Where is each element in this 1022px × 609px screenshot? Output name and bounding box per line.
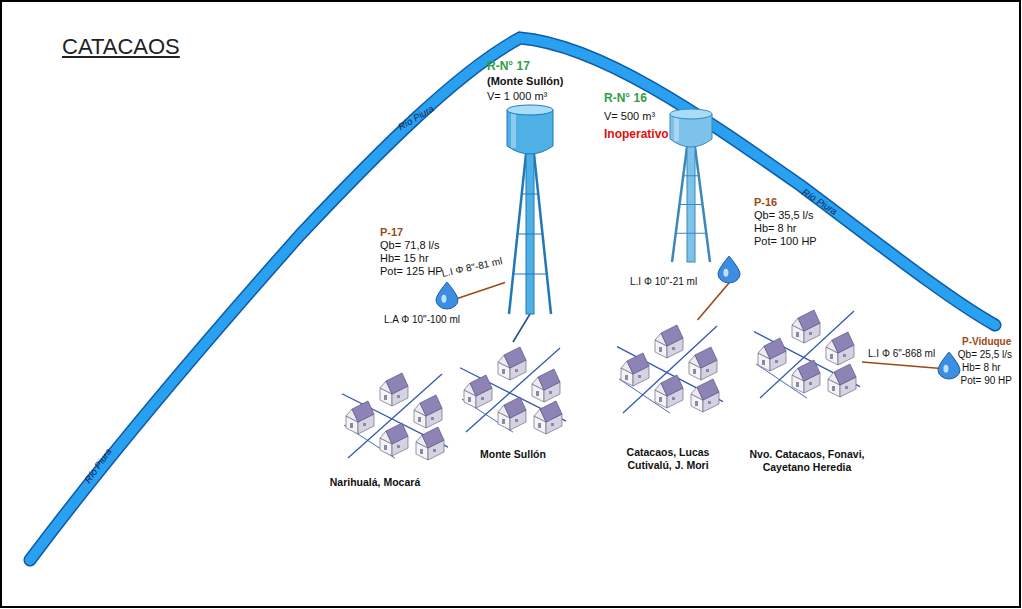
- well-node: P-ViduqueQb= 25,5 l/sHb= 8 hrPot= 90 HP: [938, 352, 960, 379]
- house-symbol: [691, 379, 719, 412]
- node-shape: [668, 108, 714, 262]
- node-shape: [458, 342, 568, 434]
- house-symbol: [534, 401, 562, 434]
- housing-cluster: [460, 347, 566, 434]
- diagram-title: CATACAOS: [62, 34, 180, 60]
- housing-cluster: [617, 325, 723, 413]
- node-shape: [436, 282, 458, 309]
- pipe-line: [862, 362, 938, 368]
- river-bank: [30, 38, 995, 560]
- house-symbol: [758, 338, 786, 371]
- housing-node: Monte Sullón: [458, 342, 568, 434]
- node-heading: R-N° 17: [487, 60, 530, 73]
- node-detail: Qb= 35,5 l/s: [754, 209, 814, 222]
- river: [30, 38, 995, 560]
- housing-node: Catacaos, Lucas Cutivalú, J. Mori: [615, 320, 725, 415]
- pipe-label: L.A Φ 10"-100 ml: [384, 314, 460, 326]
- node-detail: Pot= 90 HP: [961, 375, 1012, 387]
- node-detail: Pot= 125 HP: [380, 265, 443, 278]
- node-shape: [938, 352, 960, 379]
- river-label: Río Piura: [396, 103, 436, 132]
- node-detail: Hb= 15 hr: [380, 252, 429, 265]
- housing-node: Nvo. Catacaos, Fonavi, Cayetano Heredia: [752, 305, 862, 400]
- housing-cluster: [754, 310, 860, 398]
- pipe-label: L.I Φ 8"-81 ml: [441, 255, 504, 280]
- node-shape: [615, 320, 725, 415]
- house-symbol: [380, 373, 408, 406]
- pipe-label: L.I Φ 6"-868 ml: [868, 348, 935, 360]
- well-drop-symbol: [436, 282, 458, 309]
- node-heading: Catacaos, Lucas Cutivalú, J. Mori: [620, 446, 716, 472]
- house-symbol: [416, 427, 444, 460]
- drop-highlight: [441, 295, 446, 303]
- node-detail: Hb= 8 hr: [962, 362, 1001, 374]
- node-detail: V= 1 000 m³: [487, 90, 547, 103]
- house-symbol: [464, 375, 492, 408]
- house-symbol: [532, 369, 560, 402]
- well-node: P-16Qb= 35,5 l/sHb= 8 hrPot= 100 HP: [718, 256, 740, 283]
- reservoir-node: R-N° 16V= 500 m³Inoperativo: [668, 108, 714, 262]
- node-heading: Narihualá, Mocará: [300, 476, 450, 489]
- node-shape: [752, 305, 862, 400]
- house-symbol: [498, 397, 526, 430]
- house-symbol: [655, 375, 683, 408]
- node-heading: P-Viduque: [962, 336, 1011, 348]
- drop-highlight: [723, 269, 728, 277]
- node-detail: (Monte Sullón): [487, 75, 563, 88]
- node-detail: V= 500 m³: [604, 110, 655, 123]
- pipe-line: [698, 283, 730, 320]
- house-symbol: [346, 401, 374, 434]
- house-symbol: [689, 347, 717, 380]
- housing-cluster: [342, 373, 448, 460]
- house-symbol: [414, 395, 442, 428]
- river-label: Río Piura: [82, 446, 114, 485]
- node-shape: [505, 104, 555, 314]
- node-heading: P-16: [754, 196, 777, 209]
- node-detail: Qb= 71,8 l/s: [380, 239, 440, 252]
- node-heading: Monte Sullón: [438, 448, 588, 461]
- pipe-line: [513, 314, 530, 342]
- elevated-tank-symbol: [507, 105, 553, 314]
- node-heading: P-17: [380, 226, 403, 239]
- node-detail: Qb= 25,5 l/s: [958, 349, 1012, 361]
- house-symbol: [792, 360, 820, 393]
- house-symbol: [498, 347, 526, 380]
- housing-node: Narihualá, Mocará: [340, 368, 450, 460]
- node-detail: Inoperativo: [604, 128, 669, 141]
- node-shape: [718, 256, 740, 283]
- pipe-line: [458, 283, 505, 299]
- node-detail: Pot= 100 HP: [754, 235, 817, 248]
- well-drop-symbol: [938, 352, 960, 379]
- house-symbol: [621, 353, 649, 386]
- house-symbol: [792, 310, 820, 343]
- node-detail: Hb= 8 hr: [754, 222, 797, 235]
- house-symbol: [828, 364, 856, 397]
- house-symbol: [380, 423, 408, 456]
- node-shape: [340, 368, 450, 460]
- node-heading: R-N° 16: [604, 92, 647, 105]
- node-heading: Nvo. Catacaos, Fonavi, Cayetano Heredia: [744, 448, 870, 474]
- house-symbol: [826, 332, 854, 365]
- elevated-tank-symbol: [670, 109, 712, 262]
- pipe-label: L.I Φ 10"-21 ml: [630, 276, 697, 288]
- drop-highlight: [943, 365, 948, 373]
- well-drop-symbol: [718, 256, 740, 283]
- house-symbol: [655, 325, 683, 358]
- reservoir-node: R-N° 17(Monte Sullón)V= 1 000 m³: [505, 104, 555, 314]
- well-node: P-17Qb= 71,8 l/sHb= 15 hrPot= 125 HP: [436, 282, 458, 309]
